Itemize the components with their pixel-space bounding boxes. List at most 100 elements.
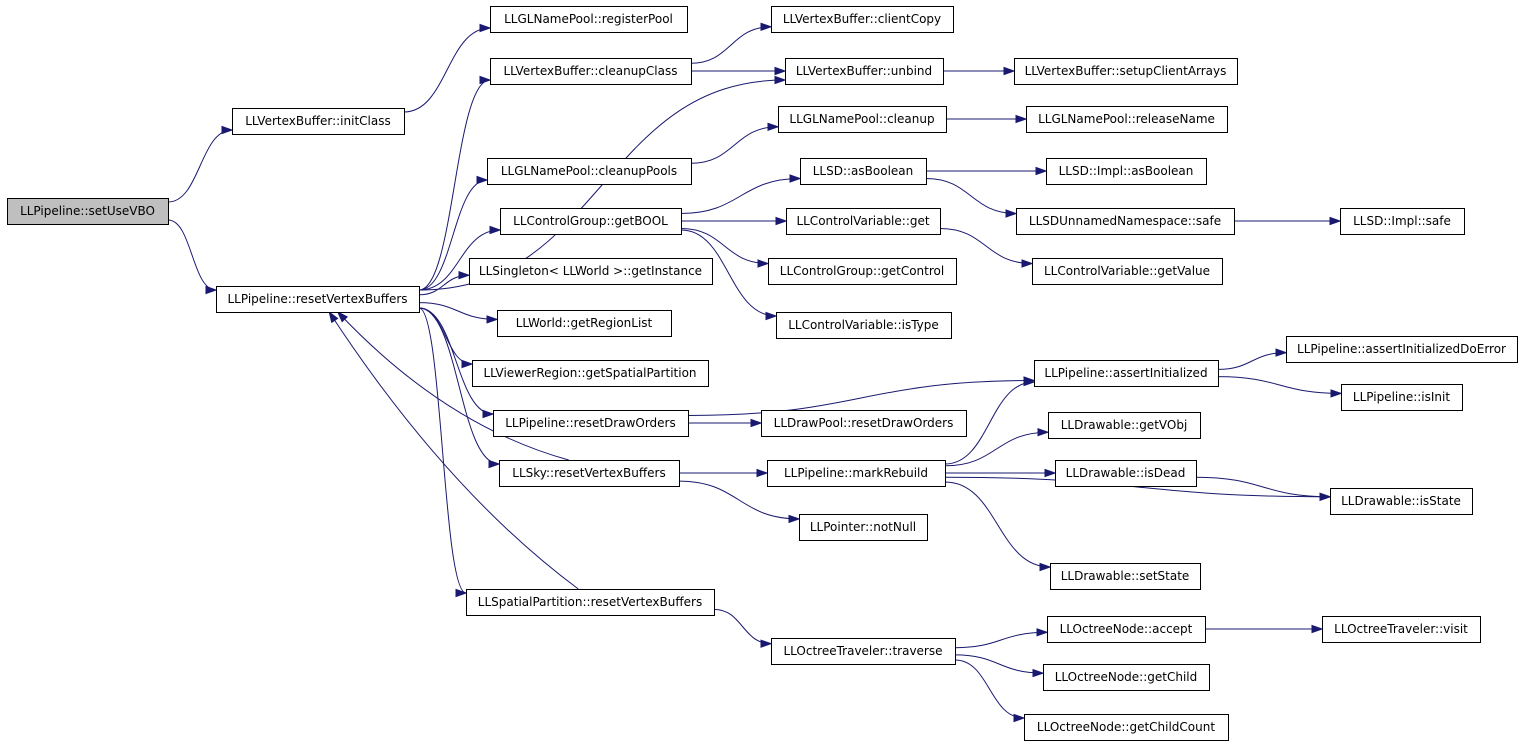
- node-box: [778, 106, 947, 133]
- node-safe[interactable]: LLSDUnnamedNamespace::safe: [1016, 208, 1235, 235]
- node-initClass[interactable]: LLVertexBuffer::initClass: [232, 108, 405, 135]
- node-box: [216, 286, 420, 313]
- node-label: LLSingleton< LLWorld >::getInstance: [479, 264, 702, 278]
- node-getBOOL[interactable]: LLControlGroup::getBOOL: [500, 208, 682, 235]
- node-isDead[interactable]: LLDrawable::isDead: [1055, 460, 1197, 487]
- node-label: LLPipeline::resetVertexBuffers: [227, 292, 407, 306]
- node-getChildCount[interactable]: LLOctreeNode::getChildCount: [1024, 714, 1229, 741]
- node-nameCleanup[interactable]: LLGLNamePool::cleanup: [778, 106, 947, 133]
- node-assertInitialized[interactable]: LLPipeline::assertInitialized: [1034, 360, 1219, 387]
- node-box: [771, 6, 954, 33]
- node-ctrlGet[interactable]: LLControlVariable::get: [786, 208, 941, 235]
- node-cleanupClass[interactable]: LLVertexBuffer::cleanupClass: [490, 58, 692, 85]
- edge-unbind-to-setupClientArrays: [943, 66, 1016, 76]
- node-visit[interactable]: LLOctreeTraveler::visit: [1322, 616, 1481, 643]
- arrowhead-icon: [756, 468, 769, 478]
- node-spResetVB[interactable]: LLSpatialPartition::resetVertexBuffers: [466, 589, 715, 616]
- edge-line: [418, 179, 488, 291]
- node-label: LLOctreeTraveler::visit: [1334, 622, 1468, 636]
- edge-skyResetVB-to-markRebuild: [679, 468, 769, 478]
- node-skyResetVB[interactable]: LLSky::resetVertexBuffers: [499, 460, 680, 487]
- node-isInit[interactable]: LLPipeline::isInit: [1341, 384, 1463, 411]
- node-label: LLSpatialPartition::resetVertexBuffers: [478, 595, 702, 609]
- node-clientCopy[interactable]: LLVertexBuffer::clientCopy: [771, 6, 954, 33]
- node-implSafe[interactable]: LLSD::Impl::safe: [1340, 208, 1465, 235]
- arrowhead-icon: [757, 259, 770, 268]
- node-box: [1032, 258, 1223, 285]
- node-label: LLWorld::getRegionList: [516, 316, 653, 330]
- node-box: [497, 310, 672, 337]
- node-registerPool[interactable]: LLGLNamePool::registerPool: [490, 6, 688, 33]
- edge-ctrlGet-to-getValue: [939, 228, 1034, 268]
- arrowhead-icon: [1319, 492, 1332, 502]
- node-getSpatialPartition[interactable]: LLViewerRegion::getSpatialPartition: [472, 360, 709, 387]
- node-implAsBoolean[interactable]: LLSD::Impl::asBoolean: [1046, 158, 1207, 185]
- node-getVObj[interactable]: LLDrawable::getVObj: [1048, 412, 1201, 439]
- edge-line: [954, 631, 1048, 649]
- node-label: LLPipeline::assertInitialized: [1044, 366, 1207, 380]
- node-getRegionList[interactable]: LLWorld::getRegionList: [497, 310, 672, 337]
- node-unbind[interactable]: LLVertexBuffer::unbind: [785, 58, 944, 85]
- node-box: [1340, 208, 1465, 235]
- arrowhead-icon: [479, 23, 492, 33]
- node-getInstance[interactable]: LLSingleton< LLWorld >::getInstance: [469, 258, 713, 285]
- node-getChild[interactable]: LLOctreeNode::getChild: [1043, 664, 1210, 691]
- node-markRebuild[interactable]: LLPipeline::markRebuild: [767, 460, 946, 487]
- edge-getBOOL-to-asBoolean: [680, 174, 802, 214]
- edge-line: [167, 129, 233, 203]
- node-box: [500, 208, 682, 235]
- arrowhead-icon: [476, 175, 489, 185]
- node-box: [1341, 384, 1463, 411]
- node-resetVB[interactable]: LLPipeline::resetVertexBuffers: [216, 286, 420, 313]
- edge-traverse-to-getChild: [954, 654, 1045, 678]
- node-label: LLPointer::notNull: [810, 520, 916, 534]
- node-isType[interactable]: LLControlVariable::isType: [776, 312, 952, 339]
- node-box: [1330, 488, 1473, 515]
- node-notNull[interactable]: LLPointer::notNull: [799, 514, 928, 541]
- node-traverse[interactable]: LLOctreeTraveler::traverse: [771, 638, 956, 665]
- node-assertInitializedDoError[interactable]: LLPipeline::assertInitializedDoError: [1286, 336, 1518, 363]
- arrowhead-icon: [1015, 114, 1028, 124]
- edge-line: [328, 311, 579, 590]
- node-setUseVBO[interactable]: LLPipeline::setUseVBO: [7, 198, 169, 225]
- edge-resetVB-to-getBOOL: [418, 225, 502, 291]
- node-box: [1055, 460, 1197, 487]
- node-cleanupPools[interactable]: LLGLNamePool::cleanupPools: [487, 158, 692, 185]
- edge-line: [713, 608, 772, 645]
- node-accept[interactable]: LLOctreeNode::accept: [1047, 616, 1206, 643]
- node-box: [767, 460, 946, 487]
- arrowhead-icon: [775, 216, 788, 226]
- edge-resetDrawOrders-to-assertInitialized: [687, 376, 1036, 416]
- edge-resetVB-to-getSpatialPartition: [418, 307, 474, 369]
- node-getValue[interactable]: LLControlVariable::getValue: [1032, 258, 1223, 285]
- arrowhead-icon: [1275, 348, 1288, 357]
- edge-line: [680, 178, 801, 214]
- edge-cleanupClass-to-unbind: [691, 66, 787, 76]
- node-box: [1050, 563, 1201, 590]
- arrowhead-icon: [760, 22, 773, 32]
- node-label: LLControlVariable::isType: [788, 318, 939, 332]
- node-resetDrawOrders[interactable]: LLPipeline::resetDrawOrders: [493, 410, 689, 437]
- node-label: LLGLNamePool::cleanup: [789, 112, 934, 126]
- node-asBoolean[interactable]: LLSD::asBoolean: [800, 158, 927, 185]
- edge-resetVB-to-getInstance: [418, 270, 471, 296]
- node-box: [1026, 106, 1228, 133]
- node-poolResetDrawOrders[interactable]: LLDrawPool::resetDrawOrders: [761, 410, 967, 437]
- node-label: LLGLNamePool::releaseName: [1038, 112, 1215, 126]
- arrowhead-icon: [455, 588, 468, 598]
- node-label: LLControlVariable::get: [796, 214, 929, 228]
- node-box: [786, 208, 941, 235]
- node-label: LLDrawable::isState: [1341, 494, 1461, 508]
- arrowhead-icon: [1044, 468, 1057, 478]
- node-isState[interactable]: LLDrawable::isState: [1330, 488, 1473, 515]
- node-label: LLSDUnnamedNamespace::safe: [1029, 214, 1221, 228]
- edge-setUseVBO-to-initClass: [167, 125, 234, 203]
- node-label: LLControlGroup::getControl: [780, 264, 944, 278]
- node-releaseName[interactable]: LLGLNamePool::releaseName: [1026, 106, 1228, 133]
- arrowhead-icon: [789, 174, 802, 183]
- node-setupClientArrays[interactable]: LLVertexBuffer::setupClientArrays: [1014, 58, 1238, 85]
- node-setState[interactable]: LLDrawable::setState: [1050, 563, 1201, 590]
- node-box: [1034, 360, 1219, 387]
- edge-resetVB-to-resetDrawOrders: [418, 307, 495, 419]
- node-getControl[interactable]: LLControlGroup::getControl: [768, 258, 957, 285]
